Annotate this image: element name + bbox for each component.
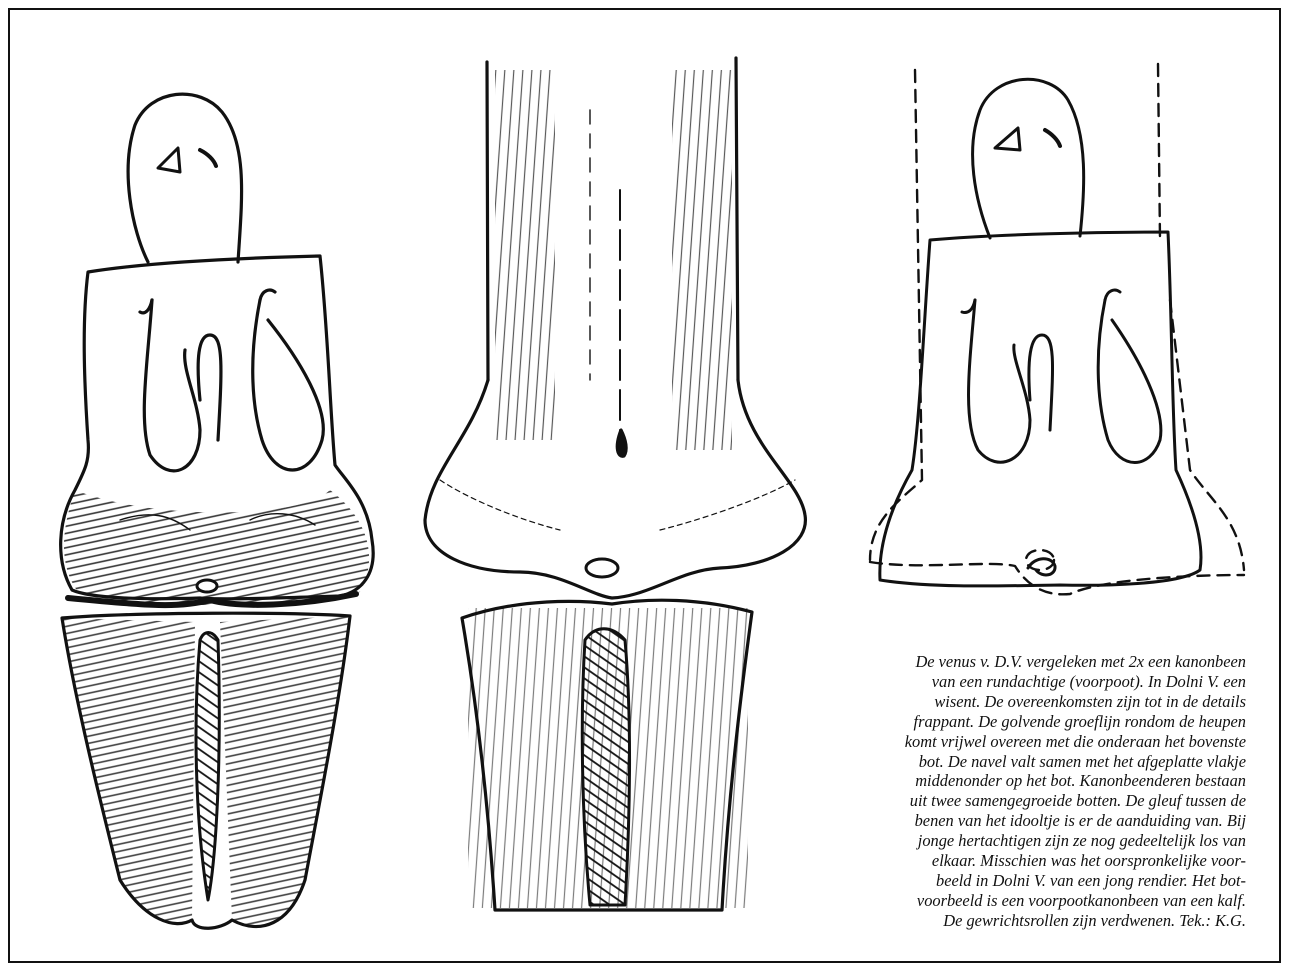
caption-line: middenonder op het bot. Kanonbeenderen b…	[800, 771, 1246, 791]
venus-figure	[55, 94, 385, 942]
cannon-bone-flat-spot	[586, 559, 618, 577]
caption-line: jonge hertachtigen zijn ze nog gedeeltel…	[800, 831, 1246, 851]
caption-line: beeld in Dolni V. van een jong rendier. …	[800, 871, 1246, 891]
caption-line: frappant. De golvende groeflijn rondom d…	[800, 712, 1246, 732]
caption-line: De venus v. D.V. vergeleken met 2x een k…	[800, 652, 1246, 672]
caption-line: bot. De navel valt samen met het afgepla…	[800, 752, 1246, 772]
caption-line: benen van het idooltje is er de aanduidi…	[800, 811, 1246, 831]
caption-line: uit twee samengegroeide botten. De gleuf…	[800, 791, 1246, 811]
caption-line: komt vrijwel overeen met die onderaan he…	[800, 732, 1246, 752]
venus-head	[128, 94, 241, 262]
caption-line: van een rundachtige (voorpoot). In Dolni…	[800, 672, 1246, 692]
venus-breast-left	[144, 300, 200, 471]
caption-line: voorbeeld is een voorpootkanonbeen van e…	[800, 891, 1246, 911]
venus-navel	[197, 580, 217, 592]
caption-line: wisent. De overeenkomsten zijn tot in de…	[800, 692, 1246, 712]
venus-breast-right	[253, 300, 324, 470]
caption-line: elkaar. Misschien was het oorspronkelijk…	[800, 851, 1246, 871]
venus-outline-torso	[880, 232, 1201, 586]
venus-outline-figure	[870, 64, 1244, 594]
caption: De venus v. D.V. vergeleken met 2x een k…	[800, 652, 1246, 931]
caption-line: De gewrichtsrollen zijn verdwenen. Tek.:…	[800, 911, 1246, 931]
